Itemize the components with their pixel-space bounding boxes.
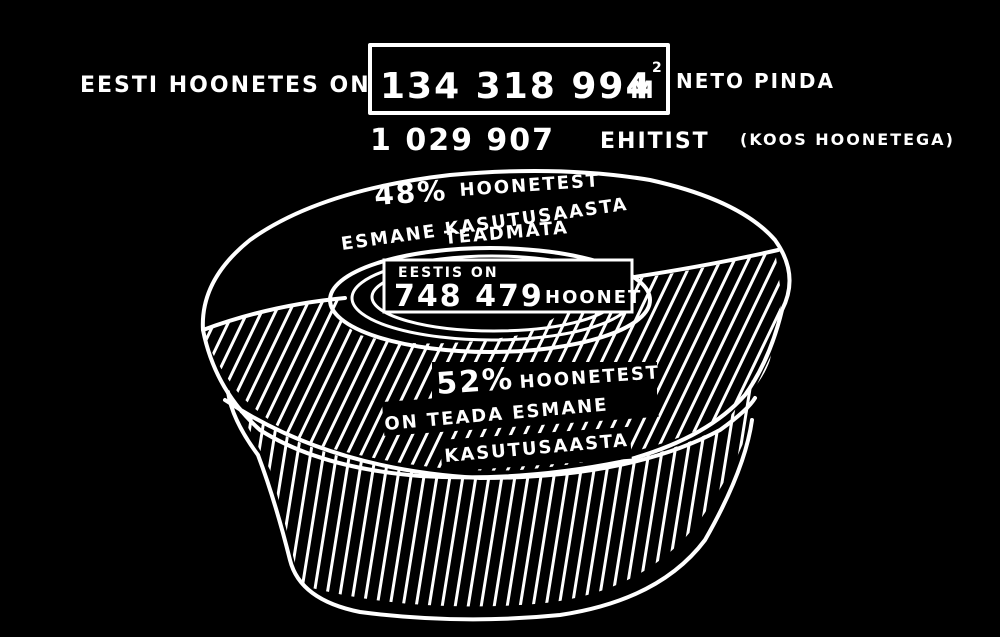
- center-label-box: [382, 258, 634, 314]
- center-line1: EESTIS ON: [398, 265, 499, 281]
- hatch-line-front-51: [834, 240, 954, 490]
- area-box: [368, 43, 670, 115]
- hatch-line-front-47: [776, 250, 782, 471]
- area-unit: M: [630, 76, 656, 104]
- hatch-line-front-36: [622, 250, 746, 471]
- hatch-line-side-44: [750, 380, 752, 607]
- hatch-line-front-48: [792, 240, 912, 490]
- unknown-line1: HOONETEST: [459, 170, 601, 201]
- known-label: [382, 362, 659, 472]
- hatch-line-side-47: [791, 370, 831, 620]
- hatch-line-side-45: [765, 370, 805, 620]
- area-unit-power: 2: [652, 60, 664, 76]
- hatch-line-side-49: [817, 370, 857, 620]
- unknown-percent: 48%: [373, 174, 448, 212]
- hatch-line-side-46: [778, 370, 818, 620]
- hatch-line-front-49: [806, 240, 926, 490]
- area-value: 134 318 994: [380, 66, 653, 107]
- hatch-line-side-0: [180, 370, 220, 620]
- hatch-line-front-46: [762, 250, 782, 471]
- center-count: 748 479: [394, 279, 544, 314]
- header-prefix: EESTI HOONETES ON: [80, 73, 371, 98]
- header-suffix: NETO PINDA: [676, 69, 835, 93]
- hatch-line-side-48: [804, 370, 844, 620]
- center-unit: HOONET: [545, 287, 642, 308]
- bowl-outline: [200, 169, 792, 622]
- hatch-line-side-1: [233, 380, 235, 607]
- hatch-line-front-52: [848, 240, 968, 490]
- known-percent: 52%: [435, 362, 515, 402]
- structures-note: (KOOS HOONETEGA): [740, 130, 955, 149]
- structures-label: EHITIST: [600, 129, 710, 154]
- hatch-line-front-50: [820, 240, 940, 490]
- structures-count: 1 029 907: [370, 123, 555, 158]
